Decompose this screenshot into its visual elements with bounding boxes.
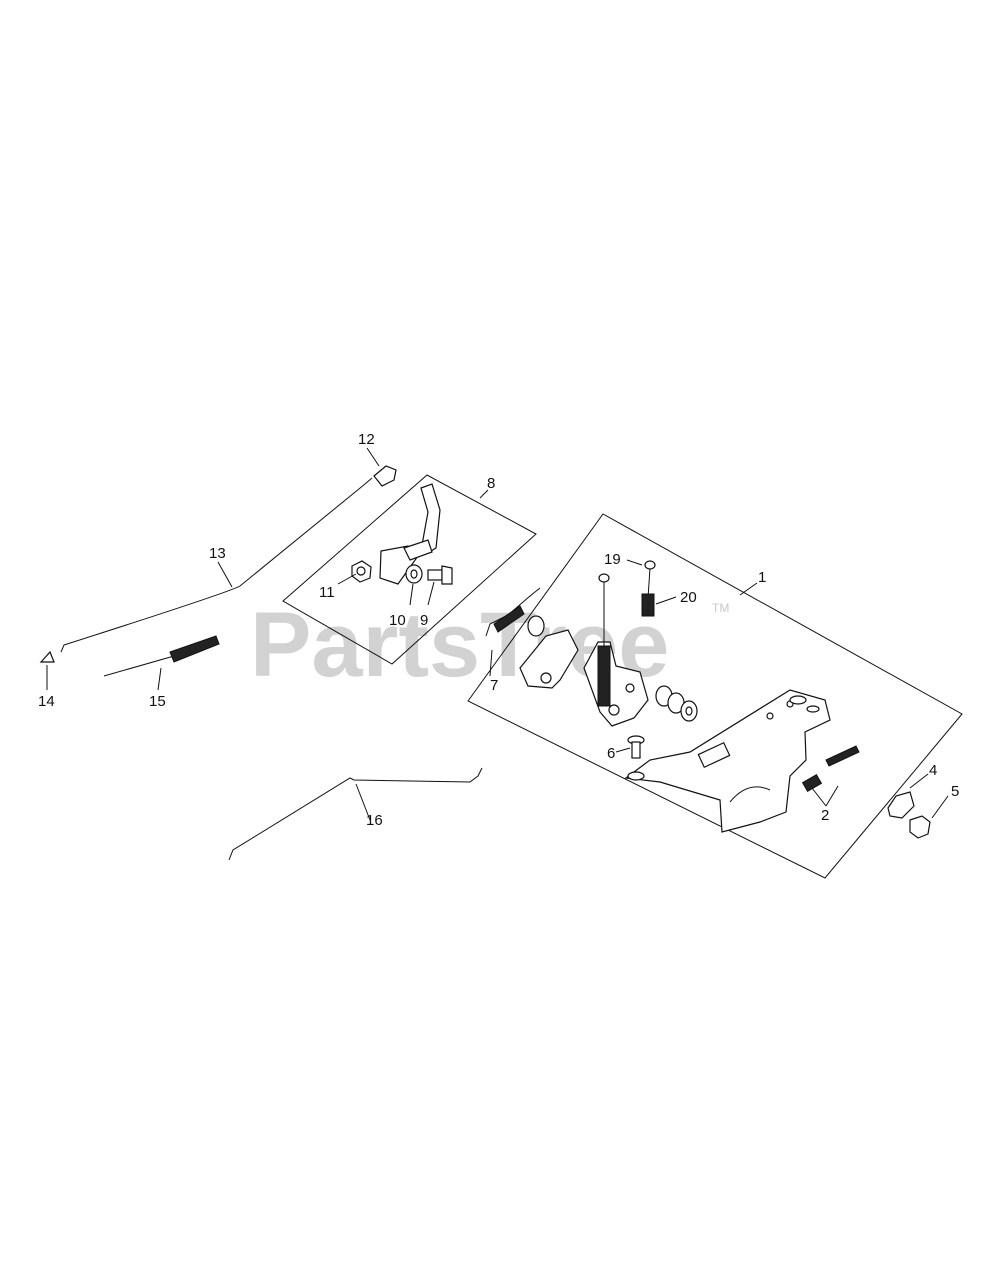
callout-16: 16 (366, 812, 383, 829)
governor-spring[interactable] (597, 645, 611, 707)
assembly-outline-8 (282, 474, 537, 665)
assembly-outline-1 (467, 513, 963, 879)
clip-14[interactable] (39, 650, 55, 663)
callout-5: 5 (951, 783, 959, 800)
callout-9: 9 (420, 612, 428, 629)
screw-6[interactable] (627, 735, 645, 759)
leader-lines (46, 447, 949, 821)
callout-1: 1 (758, 569, 766, 586)
clip-12[interactable] (373, 465, 397, 487)
nut-11[interactable] (351, 560, 372, 583)
watermark-tm: TM (712, 601, 729, 615)
callout-7: 7 (490, 677, 498, 694)
callout-19: 19 (604, 551, 621, 568)
callout-12: 12 (358, 431, 375, 448)
bracket-4[interactable] (887, 791, 915, 819)
bolt-5[interactable] (909, 815, 931, 839)
spring-2-short[interactable] (801, 773, 823, 793)
rod-16[interactable] (228, 767, 483, 861)
callout-15: 15 (149, 693, 166, 710)
callout-13: 13 (209, 545, 226, 562)
callouts: 12 8 13 11 10 9 14 15 19 20 1 7 6 2 4 5 … (38, 431, 959, 829)
callout-20: 20 (680, 589, 697, 606)
washers[interactable] (655, 685, 698, 722)
screw-19-long[interactable] (598, 573, 610, 648)
control-plate-1[interactable] (624, 689, 831, 833)
spring-2-long[interactable] (825, 745, 860, 767)
spring-7[interactable] (485, 587, 541, 637)
callout-6: 6 (607, 745, 615, 762)
washer-10[interactable] (405, 564, 423, 584)
callout-4: 4 (929, 762, 937, 779)
callout-10: 10 (389, 612, 406, 629)
callout-2: 2 (821, 807, 829, 824)
callout-14: 14 (38, 693, 55, 710)
governor-arm[interactable] (519, 615, 579, 689)
callout-11: 11 (319, 584, 335, 601)
spring-15[interactable] (103, 635, 220, 677)
rod-13[interactable] (60, 477, 373, 653)
bolt-9[interactable] (427, 565, 453, 585)
spring-20[interactable] (641, 593, 655, 617)
screw-19[interactable] (644, 560, 656, 599)
callout-8: 8 (487, 475, 495, 492)
